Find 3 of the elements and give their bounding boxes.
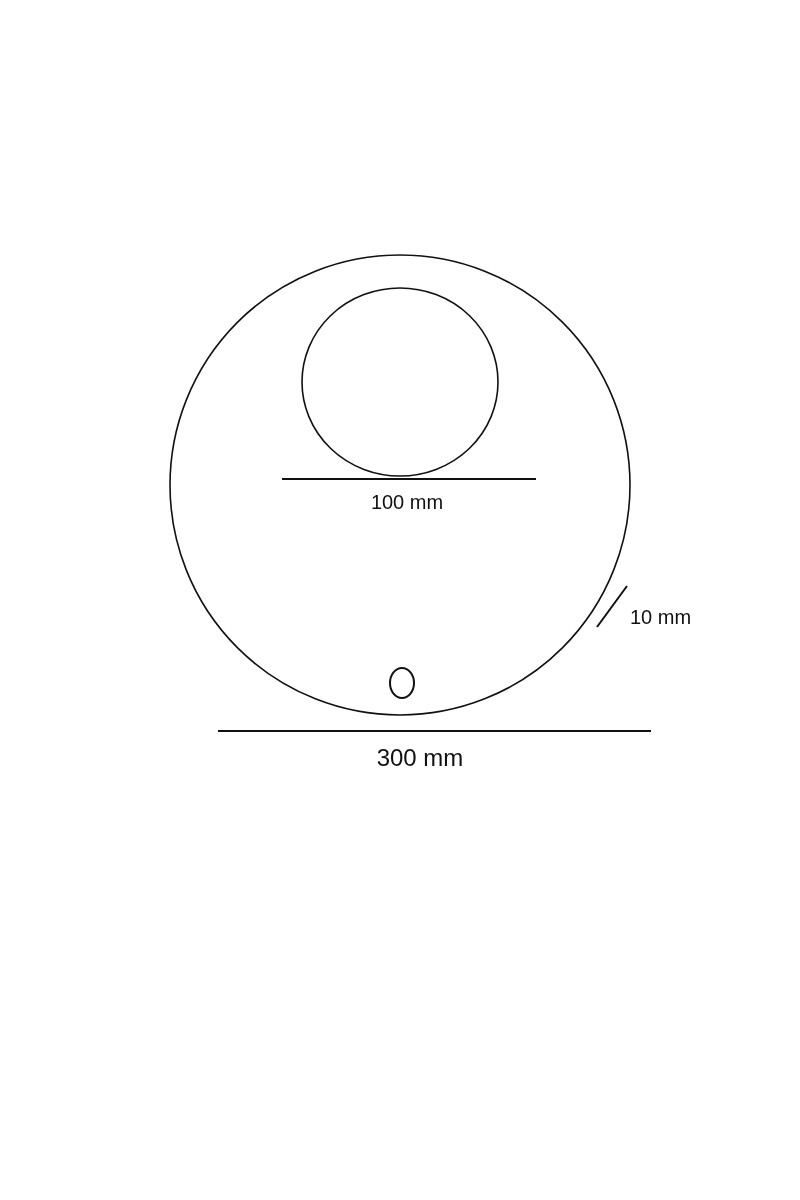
dimension-label: 300 mm bbox=[376, 746, 464, 770]
dimension-label: 100 mm bbox=[370, 492, 444, 512]
dimension-label: 10 mm bbox=[630, 607, 692, 627]
